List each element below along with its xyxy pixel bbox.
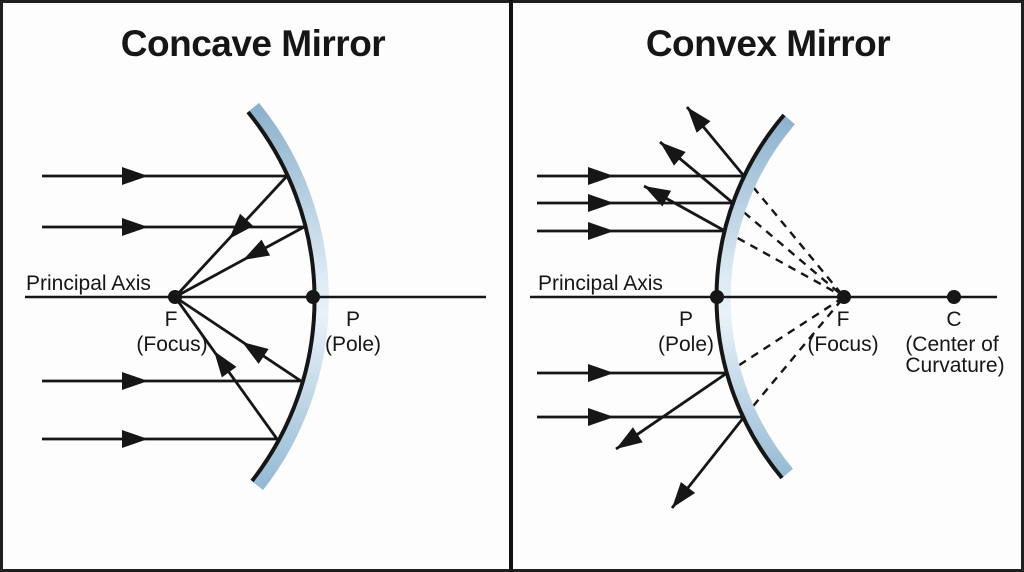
- pole-label: P: [346, 308, 360, 331]
- pole-label: P: [679, 308, 693, 331]
- principal-axis-label: Principal Axis: [26, 272, 151, 295]
- ray-arrowhead: [588, 194, 614, 212]
- convex-panel-title: Convex Mirror: [646, 23, 890, 64]
- focus-label: F: [837, 308, 850, 331]
- ray-arrowhead: [672, 481, 696, 508]
- ray-arrowhead: [243, 239, 271, 260]
- ray-arrowhead: [242, 342, 269, 364]
- center-of-curvature-sublabel-line2: Curvature): [905, 354, 1004, 377]
- ray-arrowhead: [588, 222, 614, 240]
- focus-label: F: [165, 308, 178, 331]
- ray-arrowhead: [122, 430, 148, 448]
- center-of-curvature-sublabel-line1: (Center of: [905, 333, 999, 356]
- ray-arrowhead: [588, 408, 614, 426]
- pole-point-dot: [710, 290, 724, 304]
- concave-mirror-panel: Concave Mirror Principal Axis F (Focus) …: [25, 23, 486, 490]
- pole-sublabel: (Pole): [658, 333, 714, 356]
- focus-sublabel: (Focus): [136, 333, 207, 356]
- focus-point-dot: [168, 290, 182, 304]
- reflected-ray: [174, 225, 305, 299]
- center-of-curvature-dot: [947, 290, 961, 304]
- ray-arrowhead: [588, 167, 614, 185]
- center-of-curvature-label: C: [946, 308, 961, 331]
- ray-arrowhead: [122, 167, 148, 185]
- ray-arrowhead: [660, 142, 686, 166]
- dashed-extension-line: [743, 296, 845, 418]
- pole-point-dot: [306, 290, 320, 304]
- focus-sublabel: (Focus): [807, 333, 878, 356]
- ray-arrowhead: [229, 213, 254, 239]
- ray-arrowhead: [122, 372, 148, 390]
- ray-arrowhead: [214, 351, 237, 378]
- dashed-extension-line: [743, 175, 845, 298]
- ray-arrowhead: [122, 218, 148, 236]
- ray-arrowhead: [687, 107, 711, 133]
- convex-mirror-panel: Convex Mirror Principal Ax: [530, 23, 1005, 509]
- ray-arrowhead: [616, 427, 643, 449]
- dashed-extension-line: [726, 295, 845, 375]
- ray-arrowhead: [588, 364, 614, 382]
- ray-arrowhead: [644, 186, 672, 207]
- dashed-extension-line: [732, 202, 845, 298]
- pole-sublabel: (Pole): [325, 333, 381, 356]
- concave-panel-title: Concave Mirror: [121, 23, 386, 64]
- focus-point-dot: [837, 290, 851, 304]
- principal-axis-label: Principal Axis: [538, 272, 663, 295]
- reflected-ray: [174, 295, 302, 383]
